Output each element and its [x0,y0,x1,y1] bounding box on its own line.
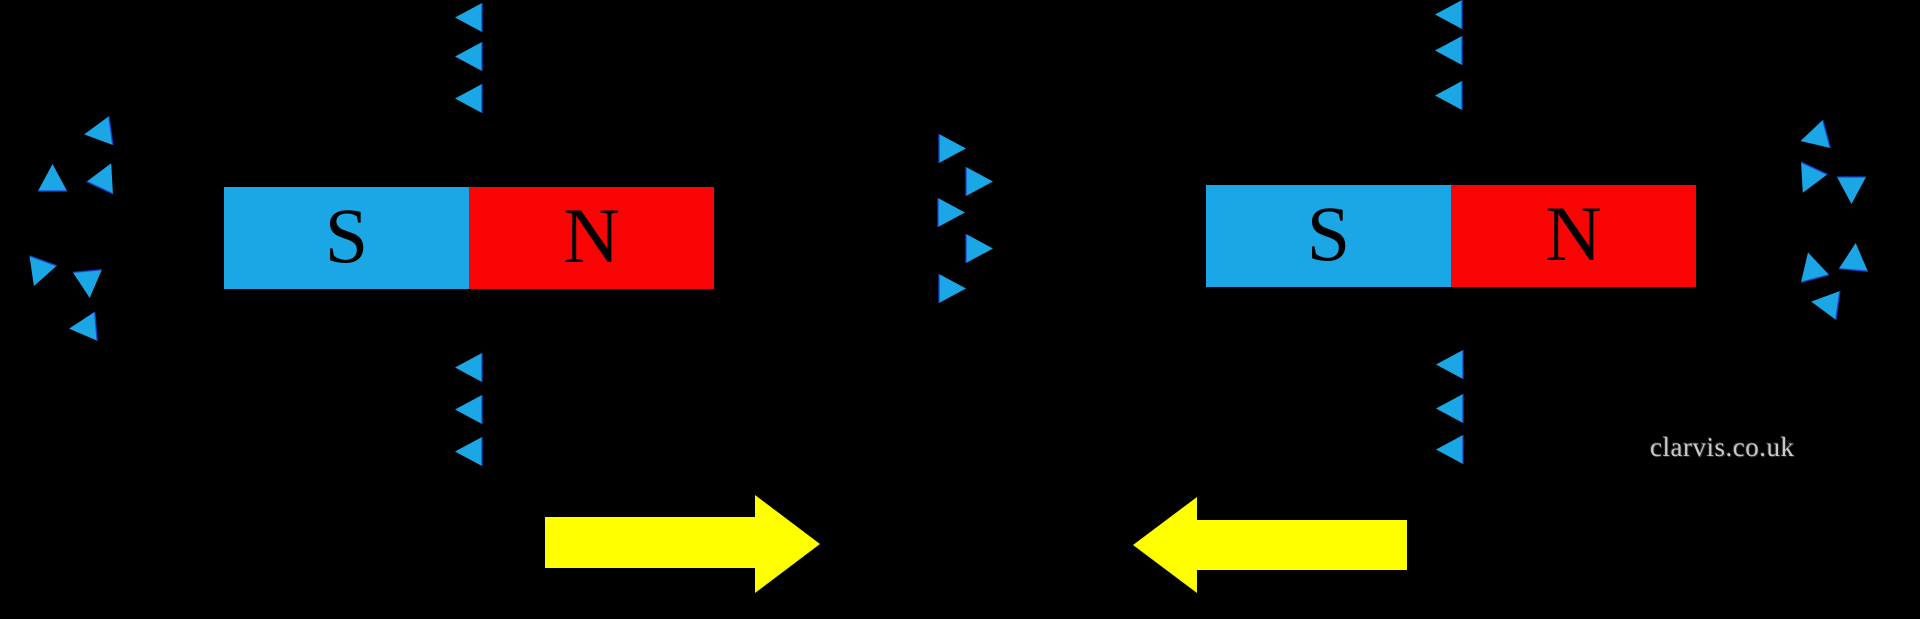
right-magnet-south-pole: S [1206,185,1451,287]
field-arrow-icon [454,83,483,114]
field-arrow-icon [454,2,483,33]
south-pole-label: S [1306,190,1351,277]
field-arrow-icon [18,254,57,292]
field-arrow-icon [1837,240,1870,272]
field-arrow-icon [37,163,68,192]
field-arrow-icon [937,273,967,304]
left-magnet-north-pole: N [469,187,714,289]
field-arrow-icon [936,197,966,228]
field-arrow-icon [1434,35,1463,66]
field-arrow-icon [1792,247,1829,283]
north-pole-label: N [563,192,620,279]
left-magnet-south-pole: S [224,187,469,289]
watermark-text: clarvis.co.uk [1650,432,1795,462]
field-arrow-icon [1807,286,1841,321]
field-arrow-icon [454,436,483,467]
right-magnet-north-pole: N [1451,185,1696,287]
field-arrow-icon [1434,80,1463,111]
field-arrow-icon [80,115,114,150]
right-magnet: S N [1203,182,1699,290]
field-arrow-icon [937,133,967,164]
field-arrow-icon [1435,434,1464,465]
field-arrow-icon [1795,118,1831,155]
field-arrow-icon [964,166,994,197]
field-arrow-icon [964,233,994,264]
field-arrow-icon [85,155,125,195]
field-arrow-icon [1836,175,1867,205]
field-arrow-icon [454,41,483,72]
field-arrow-icon [1435,349,1464,380]
field-arrow-icon [454,394,483,425]
field-arrow-icon [1434,0,1463,30]
north-pole-label: N [1545,190,1602,277]
field-arrow-icon [454,352,483,383]
field-arrow-icon [66,310,98,343]
left-magnet: S N [221,184,717,292]
right-attraction-arrow [1133,497,1407,598]
field-arrow-icon [1435,393,1464,424]
south-pole-label: S [324,192,369,279]
left-attraction-arrow [545,495,820,598]
field-arrow-icon [71,268,104,300]
field-arrow-icon [1788,160,1828,199]
